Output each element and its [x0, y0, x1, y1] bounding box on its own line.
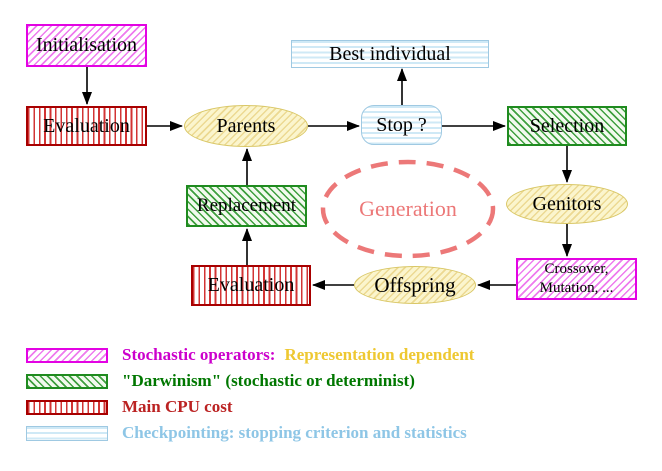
legend-swatch-green-hatch [26, 373, 108, 389]
node-evaluation-bottom-label: Evaluation [207, 274, 295, 296]
legend-label-representation-dependent: Representation dependent [284, 345, 475, 364]
legend-label-stochastic-operators: Stochastic operators: [122, 345, 276, 364]
node-evaluation-top-label: Evaluation [43, 114, 130, 137]
node-crossover-line1: Crossover, [544, 260, 609, 277]
node-selection-label: Selection [529, 114, 605, 137]
node-evaluation-top: Evaluation [26, 106, 147, 146]
generation-dashed-ellipse [320, 159, 496, 259]
node-replacement: Replacement [186, 185, 307, 227]
node-evaluation-bottom: Evaluation [191, 265, 311, 306]
legend-label-main-cpu-cost: Main CPU cost [122, 397, 233, 416]
legend-row-main-cpu-cost: Main CPU cost [26, 397, 233, 416]
node-stop: Stop ? [361, 105, 442, 145]
legend-swatch-red-stripes [26, 399, 108, 415]
node-generation-label: Generation [359, 196, 457, 221]
node-parents: Parents [184, 105, 308, 147]
node-genitors-label: Genitors [532, 192, 602, 215]
node-crossover-mutation: Crossover, Mutation, ... [516, 258, 637, 300]
node-parents-label: Parents [216, 114, 276, 137]
node-best-individual: Best individual [291, 40, 489, 68]
legend-swatch-magenta-hatch [26, 347, 108, 363]
node-initialisation-label: Initialisation [35, 34, 138, 56]
node-offspring-label: Offspring [374, 272, 456, 297]
node-best-individual-label: Best individual [329, 42, 451, 65]
legend-label-darwinism: "Darwinism" (stochastic or determinist) [122, 371, 415, 390]
node-selection: Selection [507, 106, 627, 146]
node-offspring: Offspring [354, 266, 476, 304]
node-initialisation: Initialisation [26, 24, 147, 67]
legend-row-stochastic-operators: Stochastic operators: Representation dep… [26, 345, 475, 364]
node-crossover-line2: Mutation, ... [539, 280, 614, 296]
node-genitors: Genitors [506, 184, 628, 224]
node-stop-label: Stop ? [376, 113, 427, 136]
legend-swatch-cyan-stripes [26, 425, 108, 441]
legend-label-checkpointing: Checkpointing: stopping criterion and st… [122, 423, 467, 442]
node-replacement-label: Replacement [196, 195, 297, 217]
legend-row-checkpointing: Checkpointing: stopping criterion and st… [26, 423, 467, 442]
legend-row-darwinism: "Darwinism" (stochastic or determinist) [26, 371, 415, 390]
